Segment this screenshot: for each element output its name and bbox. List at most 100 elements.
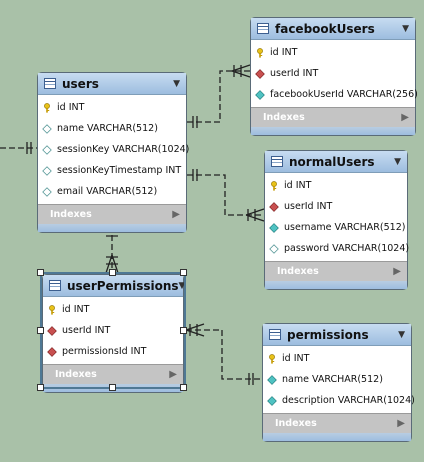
resize-handle-bottom-middle[interactable] — [109, 384, 116, 391]
column-label: userId INT — [62, 325, 111, 336]
column-row[interactable]: name VARCHAR(512) — [38, 118, 186, 139]
column-row[interactable]: userId INT — [251, 63, 415, 84]
expand-arrow-icon[interactable]: ▶ — [172, 209, 180, 220]
connector-users-normalUsers — [187, 174, 264, 216]
table-footer — [38, 224, 186, 232]
resize-handle-middle-left[interactable] — [37, 327, 44, 334]
column-row[interactable]: name VARCHAR(512) — [263, 369, 411, 390]
column-row[interactable]: id INT — [38, 97, 186, 118]
column-list: id INT userId INT username VARCHAR(512) pas… — [265, 173, 410, 261]
indexes-section[interactable]: Indexes ▶ — [38, 204, 186, 224]
column-row[interactable]: email VARCHAR(512) — [38, 181, 186, 202]
foreign-key-icon — [47, 325, 57, 336]
column-row[interactable]: userId INT — [43, 320, 183, 341]
column-row[interactable]: id INT — [263, 348, 411, 369]
indexes-section[interactable]: Indexes ▶ — [251, 107, 415, 127]
indexed-column-icon — [267, 395, 277, 406]
table-normalUsers[interactable]: normalUsers ▼ id INT userId INT username V… — [264, 150, 410, 290]
expand-arrow-icon[interactable]: ▶ — [393, 266, 401, 277]
collapse-arrow-icon[interactable]: ▼ — [398, 329, 405, 340]
foreign-key-icon — [269, 201, 279, 212]
connector-end-many-normalUsers — [245, 208, 265, 222]
column-row[interactable]: id INT — [43, 299, 183, 320]
table-userPermissions[interactable]: userPermissions ▼ id INT userId INT permis… — [42, 274, 186, 393]
indexes-label: Indexes — [275, 418, 317, 429]
column-label: id INT — [62, 304, 90, 315]
column-row[interactable]: password VARCHAR(1024) — [265, 238, 410, 259]
table-facebookUsers[interactable]: facebookUsers ▼ id INT userId INT facebook… — [250, 17, 418, 136]
table-icon — [269, 329, 281, 340]
column-label: userId INT — [284, 201, 333, 212]
column-label: sessionKeyTimestamp INT — [57, 165, 182, 176]
column-label: id INT — [57, 102, 85, 113]
expand-arrow-icon[interactable]: ▶ — [401, 112, 409, 123]
table-header[interactable]: facebookUsers ▼ — [251, 18, 415, 40]
table-header[interactable]: users ▼ — [38, 73, 186, 95]
table-header[interactable]: userPermissions ▼ — [43, 275, 186, 297]
expand-arrow-icon[interactable]: ▶ — [169, 369, 177, 380]
column-list: id INT userId INT permissionsId INT — [43, 297, 183, 364]
column-list: id INT name VARCHAR(512) description VARCH… — [263, 346, 415, 413]
resize-handle-bottom-right[interactable] — [180, 384, 187, 391]
table-header[interactable]: normalUsers ▼ — [265, 151, 407, 173]
indexed-column-icon — [255, 89, 265, 100]
table-name: normalUsers — [289, 154, 375, 169]
table-icon — [271, 156, 283, 167]
collapse-arrow-icon[interactable]: ▼ — [173, 78, 180, 89]
column-label: userId INT — [270, 68, 319, 79]
collapse-arrow-icon[interactable]: ▼ — [394, 156, 401, 167]
table-permissions[interactable]: permissions ▼ id INT name VARCHAR(512) des… — [262, 323, 415, 442]
resize-handle-top-right[interactable] — [180, 269, 187, 276]
indexes-section[interactable]: Indexes ▶ — [263, 413, 411, 433]
primary-key-icon — [42, 102, 52, 113]
column-row[interactable]: description VARCHAR(1024) — [263, 390, 415, 411]
table-name: users — [62, 76, 99, 91]
primary-key-icon — [269, 180, 279, 191]
column-label: id INT — [270, 47, 298, 58]
foreign-key-icon — [255, 68, 265, 79]
indexes-section[interactable]: Indexes ▶ — [265, 261, 407, 281]
resize-handle-middle-right[interactable] — [180, 327, 187, 334]
collapse-arrow-icon[interactable]: ▼ — [178, 280, 186, 291]
column-row[interactable]: facebookUserId VARCHAR(256) — [251, 84, 418, 105]
column-row[interactable]: sessionKeyTimestamp INT — [38, 160, 186, 181]
connector-users-facebookUsers — [187, 70, 250, 123]
table-name: userPermissions — [67, 278, 179, 293]
table-name: permissions — [287, 327, 369, 342]
resize-handle-top-left[interactable] — [37, 269, 44, 276]
column-row[interactable]: username VARCHAR(512) — [265, 217, 407, 238]
column-label: permissionsId INT — [62, 346, 147, 357]
indexes-label: Indexes — [263, 112, 305, 123]
column-row[interactable]: id INT — [251, 42, 415, 63]
table-footer — [263, 433, 411, 441]
connector-permissions-userPermissions — [186, 329, 262, 380]
indexes-section[interactable]: Indexes ▶ — [43, 364, 183, 384]
column-row[interactable]: id INT — [265, 175, 407, 196]
column-row[interactable]: sessionKey VARCHAR(1024) — [38, 139, 189, 160]
primary-key-icon — [255, 47, 265, 58]
expand-arrow-icon[interactable]: ▶ — [397, 418, 405, 429]
connector-end-left-stub — [26, 142, 32, 154]
column-list: id INT userId INT facebookUserId VARCHAR(2… — [251, 40, 418, 107]
connector-end-one-permissions — [248, 373, 254, 385]
column-label: name VARCHAR(512) — [282, 374, 383, 385]
primary-key-icon — [267, 353, 277, 364]
column-row[interactable]: permissionsId INT — [43, 341, 183, 362]
primary-key-icon — [47, 304, 57, 315]
table-header[interactable]: permissions ▼ — [263, 324, 411, 346]
column-label: facebookUserId VARCHAR(256) — [270, 89, 418, 100]
column-label: description VARCHAR(1024) — [282, 395, 415, 406]
table-name: facebookUsers — [275, 21, 375, 36]
column-label: password VARCHAR(1024) — [284, 243, 410, 254]
resize-handle-top-middle[interactable] — [109, 269, 116, 276]
column-label: username VARCHAR(512) — [284, 222, 406, 233]
table-icon — [49, 280, 61, 291]
resize-handle-bottom-left[interactable] — [37, 384, 44, 391]
connector-end-many-facebookUsers — [231, 64, 251, 78]
collapse-arrow-icon[interactable]: ▼ — [402, 23, 409, 34]
indexes-label: Indexes — [55, 369, 97, 380]
column-row[interactable]: userId INT — [265, 196, 407, 217]
connector-end-one-users-nu — [192, 169, 198, 181]
